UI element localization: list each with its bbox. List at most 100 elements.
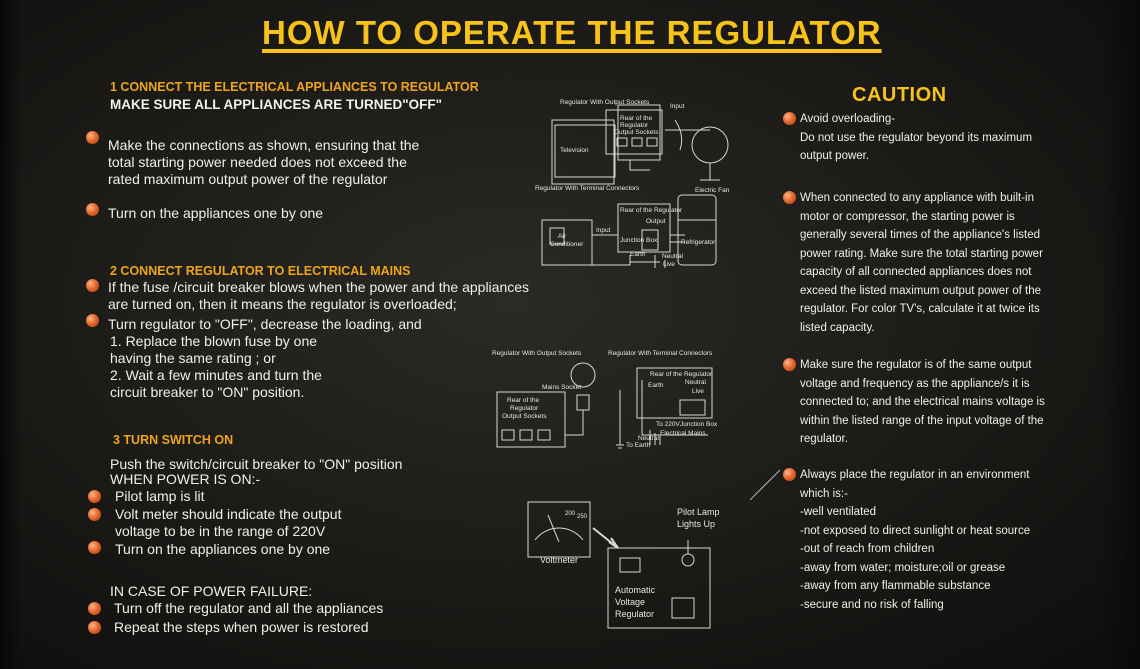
text-line: are turned on, then it means the regulat… [108, 296, 457, 312]
bullet-icon [86, 131, 99, 144]
text-line: which is:- [800, 487, 848, 500]
text-line: Make sure the regulator is of the same o… [800, 359, 1032, 371]
text-line: power rating. Make sure the total starti… [800, 247, 1043, 260]
d4-box: Rear of the Regulator [650, 371, 713, 378]
section3-line2: WHEN POWER IS ON:- [110, 471, 261, 487]
caution-heading: CAUTION [852, 84, 947, 106]
d2-jbox: Junction Box [620, 237, 658, 244]
caution-item2: When connected to any appliance with bui… [800, 189, 1043, 337]
d2-output: Output [646, 218, 666, 225]
bullet-icon [86, 203, 99, 216]
d4-neutral2: Neutral [638, 435, 660, 442]
text-line: -not exposed to direct sunlight or heat … [800, 524, 1031, 537]
d4-mains: Electrical Mains [660, 430, 706, 437]
d5-pilot: Pilot Lamp [677, 507, 720, 517]
section2-heading: 2 CONNECT REGULATOR TO ELECTRICAL MAINS [110, 264, 411, 278]
text-line: -away from any flammable substance [800, 580, 991, 592]
d3-box: Output Sockets [502, 413, 547, 420]
page-title: HOW TO OPERATE THE REGULATOR [262, 14, 882, 51]
d1-box-line: Rear of the [620, 115, 653, 122]
d5-voltmeter: Voltmeter [540, 555, 578, 565]
text-line: -away from water; moisture;oil or grease [800, 561, 1006, 574]
text-line: If the fuse /circuit breaker blows when … [108, 279, 530, 295]
bullet-icon [783, 358, 796, 371]
section3-bullet1: Pilot lamp is lit [115, 488, 205, 504]
text-line: 2. Wait a few minutes and turn the [110, 367, 322, 383]
text-line: 1. Replace the blown fuse by one [110, 333, 318, 349]
text-line: motor or compressor, the starting power … [800, 210, 1015, 223]
d1-box-line: Regulator [620, 122, 649, 129]
d5-scale: 200 [565, 511, 576, 517]
d4-earth: Earth [648, 382, 664, 389]
bullet-icon [783, 191, 796, 204]
d4-toearth: To Earth [626, 442, 651, 449]
d5-scale: 250 [577, 514, 588, 520]
d2-box: Rear of the Regulator [620, 207, 683, 214]
failure-heading: IN CASE OF POWER FAILURE: [110, 583, 313, 599]
diagram-output-sockets-1 [551, 104, 729, 185]
text-line: Make the connections as shown, ensuring … [108, 137, 420, 153]
diagram-output-sockets-2 [496, 362, 596, 448]
d4-to220: To 220V [656, 421, 681, 428]
text-line: -out of reach from children [800, 543, 935, 555]
bullet-icon [783, 468, 796, 481]
diagram-terminal-connectors-2 [616, 367, 713, 449]
d2-live: Live [663, 261, 675, 268]
bullet-icon [86, 279, 99, 292]
text-line: voltage and frequency as the appliance/s… [800, 377, 1030, 390]
bullet-icon [88, 602, 101, 615]
d2-title: Regulator With Terminal Connectors [535, 185, 640, 192]
text-line: Avoid overloading- [800, 113, 896, 125]
text-line: within the listed range of the input vol… [800, 414, 1044, 427]
d4-live: Live [692, 388, 704, 395]
text-line: circuit breaker to "ON" position. [110, 384, 305, 400]
d1-title: Regulator With Output Sockets [560, 99, 650, 106]
bullet-icon [88, 621, 101, 634]
text-line: regulator. For color TV's, calculate it … [800, 303, 1040, 315]
d2-ac: Conditioner [550, 241, 584, 248]
section2-bullet1: If the fuse /circuit breaker blows when … [108, 279, 529, 313]
bullet-icon [88, 508, 101, 521]
d4-neutral: Neutral [685, 379, 707, 386]
section1-subheading: MAKE SURE ALL APPLIANCES ARE TURNED"OFF" [110, 97, 443, 112]
section1-bullet2: Turn on the appliances one by one [108, 205, 324, 221]
text-line: regulator. [800, 433, 848, 445]
text-line: Always place the regulator in an environ… [800, 469, 1030, 481]
section3-bullet2: Volt meter should indicate the output vo… [115, 506, 341, 540]
d4-title: Regulator With Terminal Connectors [608, 350, 713, 357]
d5-reg: Voltage [615, 597, 645, 607]
wiring-diagrams: Regulator With Output Sockets Input Rear… [492, 99, 780, 629]
text-line: generally several times of the appliance… [800, 229, 1040, 241]
section3-line1: Push the switch/circuit breaker to "ON" … [110, 456, 403, 472]
d5-reg: Regulator [615, 609, 654, 619]
text-line: total starting power needed does not exc… [108, 154, 407, 170]
text-line: exceed the listed maximum output power o… [800, 284, 1041, 297]
failure-bullet1: Turn off the regulator and all the appli… [114, 600, 384, 616]
section2-steps: 1. Replace the blown fuse by one having … [110, 333, 322, 401]
d1-fan: Electric Fan [695, 187, 730, 194]
text-line: capacity of all connected appliances doe… [800, 266, 1032, 278]
section1-bullet1: Make the connections as shown, ensuring … [108, 137, 419, 188]
section3-bullet3: Turn on the appliances one by one [115, 541, 331, 557]
text-line: Volt meter should indicate the output [115, 506, 342, 522]
text-line: Do not use the regulator beyond its maxi… [800, 131, 1033, 144]
left-edge-shadow [0, 0, 22, 669]
text-line: -secure and no risk of falling [800, 598, 944, 611]
d2-earth: Earth [630, 251, 646, 258]
bullet-icon [88, 490, 101, 503]
failure-bullet2: Repeat the steps when power is restored [114, 619, 369, 635]
d1-tv: Television [560, 147, 589, 154]
d2-ac: Air [558, 233, 567, 240]
d2-neutral: Neutral [662, 253, 684, 260]
text-line: output power. [800, 150, 870, 162]
text-line: voltage to be in the range of 220V [115, 523, 326, 539]
d3-title: Regulator With Output Sockets [492, 350, 582, 357]
bullet-icon [86, 314, 99, 327]
d1-input: Input [670, 103, 685, 110]
diagram-terminal-connectors-1 [541, 194, 717, 268]
section3-heading: 3 TURN SWITCH ON [113, 433, 234, 447]
text-line: When connected to any appliance with bui… [800, 192, 1034, 204]
caution-item3: Make sure the regulator is of the same o… [800, 356, 1045, 449]
d4-jbox: Junction Box [680, 421, 718, 428]
section1-heading: 1 CONNECT THE ELECTRICAL APPLIANCES TO R… [110, 80, 479, 94]
